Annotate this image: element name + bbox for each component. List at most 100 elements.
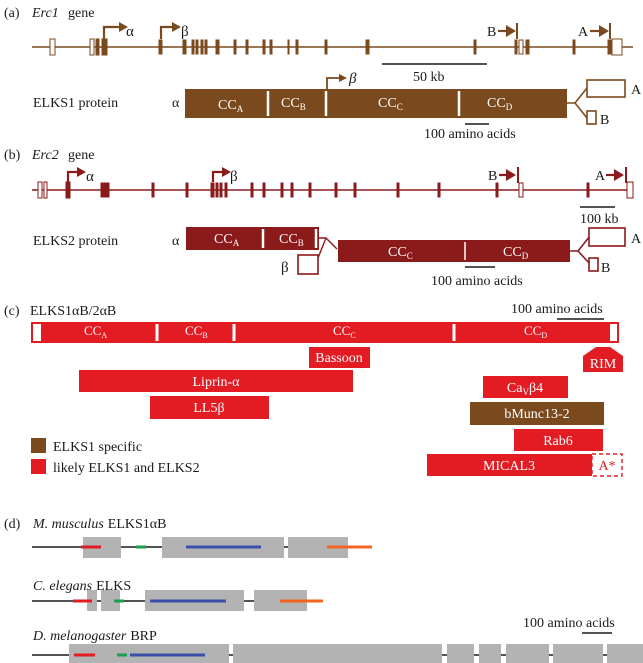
beta-promoter-head [172, 22, 181, 32]
elks2-splice-lines [570, 235, 591, 265]
elks1-splice-lines [567, 87, 588, 119]
exon [611, 38, 623, 56]
domain [506, 644, 549, 663]
elks1-cc-a: CCA [218, 98, 244, 114]
panel-c: (c) ELKS1αB/2αB 100 amino acids CCA CCB … [4, 302, 623, 477]
mical3-bar [427, 454, 592, 476]
elks2-cc-b: CCB [279, 232, 304, 248]
domain [607, 644, 643, 663]
exon [89, 38, 95, 56]
a-exon-head [599, 25, 609, 37]
exon [95, 38, 100, 56]
rab6-bar [514, 429, 603, 451]
panel-b-letter: (b) [4, 148, 21, 163]
elks2-alpha-label: α [172, 234, 180, 249]
elks1-cc-b: CCB [281, 96, 306, 112]
exon [158, 39, 163, 55]
cav-beta4-label: CaVβ4 [507, 381, 543, 397]
exon [200, 39, 204, 55]
elks1-protein-label: ELKS1 protein [33, 96, 118, 111]
elks2-end-a-box [588, 227, 626, 247]
elks2-protein-n-bar [186, 227, 319, 250]
elks2-cc-d: CCD [503, 245, 529, 261]
exon [518, 39, 524, 55]
erc1-gene-suffix: gene [68, 6, 94, 21]
elks2-protein-c-bar [338, 240, 570, 262]
exon [215, 39, 220, 55]
elks1-beta-arrow-head [339, 74, 347, 82]
legend-both-label: likely ELKS1 and ELKS2 [53, 461, 200, 476]
domain [288, 537, 348, 558]
elks2-n-splice [317, 237, 338, 259]
exon [262, 39, 266, 55]
cav-beta4-bar [483, 376, 568, 398]
elks2-end-a-label: A [631, 232, 642, 247]
domain [479, 644, 501, 663]
rim-bar [583, 347, 623, 372]
erc2-a-label: A [595, 169, 606, 184]
exon [182, 39, 187, 55]
elks1-cc-dividers [266, 91, 461, 116]
domain [447, 644, 474, 663]
exon [365, 39, 370, 55]
elks-cc-dividers [155, 324, 456, 341]
elks1-end-a-box [586, 79, 626, 98]
panel-a: (a) Erc1 gene [4, 6, 642, 142]
bassoon-bar [309, 347, 370, 368]
legend: ELKS1 specific likely ELKS1 and ELKS2 [31, 438, 200, 476]
elks-cc-d: CCD [524, 323, 547, 340]
erc2-alpha-label: α [86, 169, 94, 185]
panel-d-letter: (d) [4, 517, 21, 532]
erc2-exons [37, 181, 634, 199]
elks1-end-b-label: B [600, 113, 609, 128]
elks2-protein-label: ELKS2 protein [33, 234, 118, 249]
rab6-label: Rab6 [543, 434, 573, 449]
elks-protein-bar [31, 322, 619, 343]
legend-elks1-label: ELKS1 specific [53, 440, 142, 455]
rim-label: RIM [590, 357, 617, 372]
elks1-protein-scale-label: 100 amino acids [424, 127, 516, 142]
erc2-promoters [66, 167, 624, 182]
bmunc13-label: bMunc13-2 [504, 407, 569, 422]
domain [553, 644, 603, 663]
erc1-beta-label: β [181, 24, 189, 40]
exon [49, 38, 56, 56]
elks-bar-end-notch [610, 324, 617, 341]
liprin-label: Liprin-α [193, 375, 241, 390]
elks2-beta-box [297, 254, 319, 275]
panel-a-letter: (a) [4, 6, 20, 21]
domain [101, 590, 120, 611]
liprin-bar [79, 370, 353, 392]
exon [195, 39, 199, 55]
legend-swatch-both [31, 459, 46, 474]
panel-d-scale-label: 100 amino acids [523, 616, 615, 631]
exon [295, 39, 299, 55]
mical3-label: MICAL3 [483, 459, 535, 474]
bmunc13-bar [470, 402, 604, 425]
exon [101, 38, 108, 56]
elks-cc-b: CCB [185, 323, 208, 340]
exon [191, 39, 195, 55]
ll5beta-label: LL5β [193, 401, 224, 416]
domain [83, 537, 121, 558]
exon [572, 39, 576, 55]
bassoon-label: Bassoon [315, 351, 362, 366]
erc1-b-label: B [487, 25, 496, 40]
astar-label: A* [598, 459, 615, 474]
exon [607, 39, 612, 55]
elks2-beta-label: β [281, 260, 289, 276]
elks1-cc-d: CCD [487, 96, 513, 112]
ll5beta-bar [150, 396, 269, 419]
exon [233, 39, 237, 55]
erc1-gene-name: Erc1 [31, 6, 59, 21]
elks1-cc-c: CCC [378, 96, 403, 112]
elks-bar-start-notch [33, 324, 41, 341]
erc2-gene-scale-label: 100 kb [580, 212, 619, 227]
elks-cc-a: CCA [84, 323, 107, 340]
alpha-promoter-arrow [102, 25, 119, 39]
panel-c-title: ELKS1αB/2αB [30, 304, 116, 319]
erc2-gene-suffix: gene [68, 148, 94, 163]
